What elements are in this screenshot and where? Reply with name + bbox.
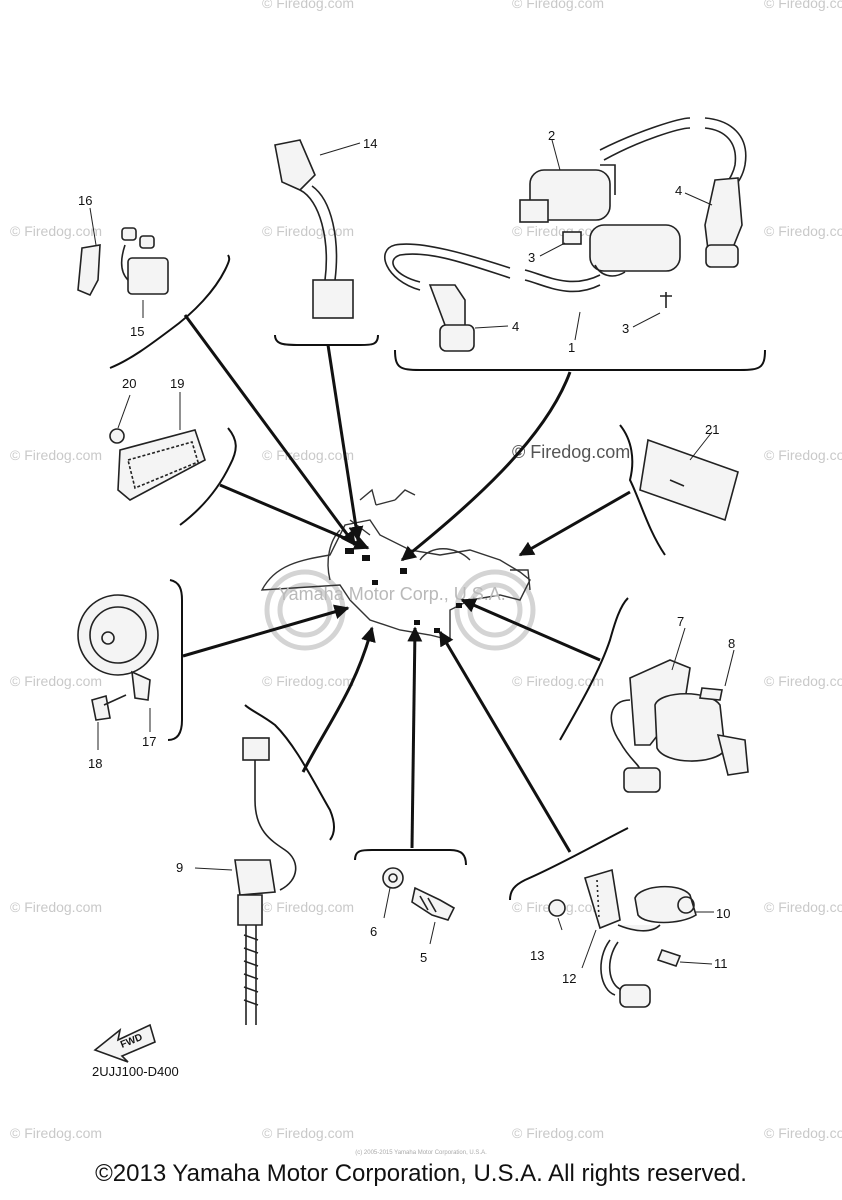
callout-16: 16 [78, 193, 92, 208]
fwd-indicator: FWD [93, 1023, 156, 1063]
copyright-footer: ©2013 Yamaha Motor Corporation, U.S.A. A… [95, 1160, 747, 1187]
watermark: © Firedog.com [764, 673, 842, 689]
callout-6: 6 [370, 924, 377, 939]
callout-2: 2 [548, 128, 555, 143]
bolt-group-5-6: 6 5 [354, 849, 467, 965]
watermark: © Firedog.com [262, 899, 354, 915]
ignition-coil-group: 2 4 3 3 4 1 [384, 117, 766, 371]
watermark: © Firedog.com [764, 1125, 842, 1141]
callout-4: 4 [675, 183, 682, 198]
callout-14: 14 [363, 136, 377, 151]
watermark-grid: © Firedog.com © Firedog.com © Firedog.co… [10, 0, 842, 1141]
callout-9: 9 [176, 860, 183, 875]
watermark: © Firedog.com [10, 223, 102, 239]
bike-watermark: Yamaha Motor Corp., U.S.A. [278, 584, 506, 604]
watermark: © Firedog.com [764, 447, 842, 463]
watermark: © Firedog.com [512, 1125, 604, 1141]
watermark: © Firedog.com [10, 899, 102, 915]
watermark: © Firedog.com [764, 899, 842, 915]
watermark: © Firedog.com [10, 673, 102, 689]
callout-3: 3 [622, 321, 629, 336]
callout-7: 7 [677, 614, 684, 629]
watermark: © Firedog.com [262, 0, 354, 11]
callout-10: 10 [716, 906, 730, 921]
pointer-arrows [182, 314, 631, 853]
callout-11: 11 [714, 956, 728, 971]
callout-12: 12 [562, 971, 576, 986]
switch-10-13-group: 10 11 13 12 [509, 827, 730, 1008]
reflector-21-group: 21 [619, 422, 739, 556]
callout-15: 15 [130, 324, 144, 339]
main-switch-group: 7 8 [559, 597, 749, 793]
watermark: © Firedog.com [10, 447, 102, 463]
callout-3: 3 [528, 250, 535, 265]
watermark: © Firedog.com [262, 673, 354, 689]
watermark: © Firedog.com [512, 0, 604, 11]
reflector-group: 20 19 [109, 376, 237, 526]
watermark: © Firedog.com [262, 447, 354, 463]
tiny-copyright-note: (c) 2005-2015 Yamaha Motor Corporation, … [355, 1150, 487, 1156]
callout-18: 18 [88, 756, 102, 771]
watermark-center: © Firedog.com [512, 442, 630, 462]
watermark: © Firedog.com [764, 0, 842, 11]
callout-21: 21 [705, 422, 719, 437]
callout-5: 5 [420, 950, 427, 965]
switch-14-group: 14 [274, 136, 379, 346]
callout-17: 17 [142, 734, 156, 749]
watermark: © Firedog.com [764, 223, 842, 239]
sender-9-group: 9 [176, 704, 336, 1025]
callout-4: 4 [512, 319, 519, 334]
diagram-code: 2UJJ100-D400 [92, 1064, 179, 1079]
horn-group: 17 18 [77, 579, 183, 771]
watermark: © Firedog.com [512, 673, 604, 689]
callout-19: 19 [170, 376, 184, 391]
relay-15-group: 16 15 [77, 193, 231, 369]
callout-8: 8 [728, 636, 735, 651]
watermark: © Firedog.com [262, 1125, 354, 1141]
watermark: © Firedog.com [10, 1125, 102, 1141]
motorcycle-silhouette: Yamaha Motor Corp., U.S.A. [260, 488, 536, 651]
callout-1: 1 [568, 340, 575, 355]
callout-20: 20 [122, 376, 136, 391]
watermark: © Firedog.com [262, 223, 354, 239]
callout-13: 13 [530, 948, 544, 963]
